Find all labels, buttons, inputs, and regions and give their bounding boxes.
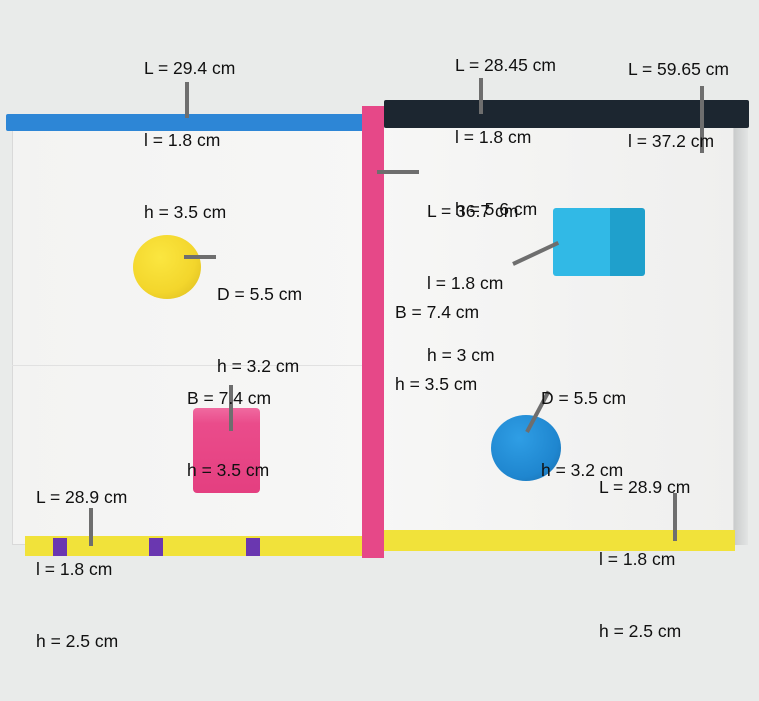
yellow-ball-leader-line: [184, 255, 216, 259]
blue-bar-length: L = 29.4 cm: [144, 58, 236, 78]
photo-scene: L = 29.4 cm l = 1.8 cm h = 3.5 cm L = 28…: [6, 5, 749, 651]
yellow-bar-left-leader-line: [89, 508, 93, 546]
yellow-bar-left-height: h = 2.5 cm: [36, 631, 119, 651]
yellow-ball-label: D = 5.5 cm h = 3.2 cm: [217, 234, 302, 426]
yellow-bar-left: [25, 536, 362, 556]
yellow-bar-right-height: h = 2.5 cm: [599, 621, 682, 641]
blue-bar-width: l = 1.8 cm: [144, 130, 221, 150]
pink-cube-side: B = 7.4 cm: [187, 388, 272, 408]
pink-bar-width: l = 1.8 cm: [427, 273, 504, 293]
yellow-bar-right-leader-line: [673, 493, 677, 541]
pink-bar-label: L = 36.7 cm l = 1.8 cm h = 3 cm: [427, 151, 518, 415]
board-crease-line: [12, 365, 364, 366]
pink-bar-height: h = 3 cm: [427, 345, 495, 365]
blue-bar-height: h = 3.5 cm: [144, 202, 227, 222]
blue-ball-label: D = 5.5 cm h = 3.2 cm: [541, 338, 626, 530]
pink-bar-leader-line: [377, 170, 419, 174]
pink-cube: [193, 408, 260, 493]
black-bar-height: h = 5.6 cm: [455, 199, 538, 219]
blue-cube-height: h = 3.5 cm: [395, 374, 478, 394]
yellow-ball-diameter: D = 5.5 cm: [217, 284, 303, 304]
yellow-bar-right-length: L = 28.9 cm: [599, 477, 691, 497]
black-bar-label: L = 28.45 cm l = 1.8 cm h = 5.6 cm: [455, 5, 556, 269]
board-edge-shadow: [734, 125, 748, 545]
black-bar-length: L = 28.45 cm: [455, 55, 557, 75]
purple-marker: [149, 538, 163, 556]
pink-bar-length: L = 36.7 cm: [427, 201, 519, 221]
blue-bar-label: L = 29.4 cm l = 1.8 cm h = 3.5 cm: [144, 8, 235, 272]
board-length: L = 59.65 cm: [628, 59, 730, 79]
yellow-bar-right-width: l = 1.8 cm: [599, 549, 676, 569]
black-bar: [384, 100, 749, 128]
yellow-bar-left-label: L = 28.9 cm l = 1.8 cm h = 2.5 cm: [36, 437, 127, 701]
yellow-bar-right-label: L = 28.9 cm l = 1.8 cm h = 2.5 cm: [599, 427, 690, 691]
blue-cube-side: B = 7.4 cm: [395, 302, 480, 322]
blue-bar-leader-line: [185, 82, 189, 118]
blue-ball: [491, 415, 561, 481]
pink-cube-label: B = 7.4 cm h = 3.5 cm: [187, 338, 271, 530]
board-label: L = 59.65 cm l = 37.2 cm: [628, 9, 729, 201]
yellow-bar-left-width: l = 1.8 cm: [36, 559, 113, 579]
yellow-ball-height: h = 3.2 cm: [217, 356, 300, 376]
pink-cube-height: h = 3.5 cm: [187, 460, 270, 480]
pink-cube-leader-line: [229, 385, 233, 431]
yellow-ball: [133, 235, 201, 299]
purple-marker: [53, 538, 67, 556]
blue-cube-label: B = 7.4 cm h = 3.5 cm: [395, 252, 479, 444]
yellow-bar-left-length: L = 28.9 cm: [36, 487, 128, 507]
board-width: l = 37.2 cm: [628, 131, 715, 151]
blue-bar: [6, 114, 368, 131]
board-leader-line: [700, 86, 704, 153]
black-bar-leader-line: [479, 78, 483, 114]
purple-marker: [246, 538, 260, 556]
blue-ball-diameter: D = 5.5 cm: [541, 388, 627, 408]
pink-bar: [362, 106, 384, 558]
black-bar-width: l = 1.8 cm: [455, 127, 532, 147]
blue-cube: [553, 208, 645, 276]
blue-ball-height: h = 3.2 cm: [541, 460, 624, 480]
yellow-bar-right: [384, 530, 735, 551]
